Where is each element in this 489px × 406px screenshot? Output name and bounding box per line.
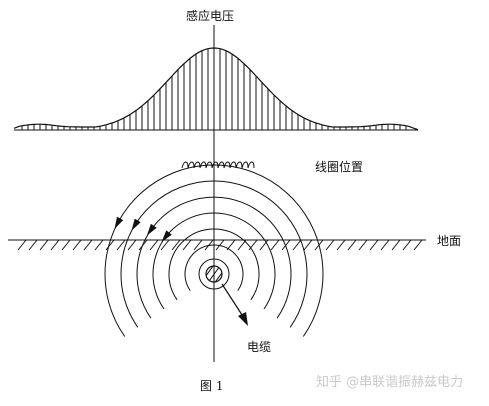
ground-hatching bbox=[17, 239, 423, 251]
ground-hatch-tick bbox=[127, 239, 137, 251]
magnetic-field-arcs bbox=[104, 164, 324, 337]
coil-position-label: 线圈位置 bbox=[315, 160, 364, 174]
field-arc bbox=[120, 180, 308, 328]
ground-hatch-tick bbox=[215, 239, 225, 251]
cable-core bbox=[205, 265, 223, 283]
search-coil bbox=[181, 161, 255, 169]
ground-hatch-tick bbox=[358, 239, 368, 251]
ground-hatch-tick bbox=[94, 239, 104, 251]
field-arrowhead bbox=[131, 218, 141, 231]
ground-hatch-tick bbox=[83, 239, 93, 251]
field-arc bbox=[152, 212, 276, 310]
induced-voltage-curve bbox=[13, 47, 419, 131]
field-arc bbox=[104, 164, 324, 337]
ground-hatch-tick bbox=[116, 239, 126, 251]
ground-hatch-tick bbox=[182, 239, 192, 251]
ground-hatch-tick bbox=[303, 239, 313, 251]
ground-hatch-tick bbox=[72, 239, 82, 251]
ground-hatch-tick bbox=[17, 239, 27, 251]
ground-hatch-tick bbox=[61, 239, 71, 251]
ground-hatch-tick bbox=[413, 239, 423, 251]
ground-hatch-tick bbox=[248, 239, 258, 251]
field-arrowhead bbox=[146, 223, 157, 236]
ground-hatch-tick bbox=[391, 239, 401, 251]
cable-core-hatching bbox=[206, 266, 222, 282]
field-arrowhead bbox=[161, 230, 172, 242]
ground-hatch-tick bbox=[160, 239, 170, 251]
ground-hatch-tick bbox=[270, 239, 280, 251]
field-arc bbox=[136, 196, 292, 319]
ground-hatch-tick bbox=[369, 239, 379, 251]
ground-hatch-tick bbox=[28, 239, 38, 251]
ground-hatch-tick bbox=[39, 239, 49, 251]
figure-caption: 图 1 bbox=[200, 379, 224, 393]
cable-pointer-arrow bbox=[221, 283, 248, 326]
induced-voltage-label: 感应电压 bbox=[186, 9, 235, 23]
ground-hatch-tick bbox=[193, 239, 203, 251]
watermark: 知乎 @串联谐振赫兹电力 bbox=[316, 375, 464, 390]
ground-hatch-tick bbox=[149, 239, 159, 251]
ground-hatch-tick bbox=[347, 239, 357, 251]
field-arc bbox=[184, 244, 244, 291]
ground-hatch-tick bbox=[325, 239, 335, 251]
ground-hatch-tick bbox=[171, 239, 181, 251]
field-direction-arrows bbox=[114, 216, 172, 242]
ground-hatch-tick bbox=[292, 239, 302, 251]
field-arrowhead bbox=[114, 216, 124, 229]
ground-hatch-tick bbox=[105, 239, 115, 251]
ground-hatch-tick bbox=[380, 239, 390, 251]
field-arc bbox=[168, 228, 260, 301]
voltage-curve-hatching bbox=[21, 48, 407, 130]
ground-hatch-tick bbox=[336, 239, 346, 251]
ground-hatch-tick bbox=[50, 239, 60, 251]
ground-label: 地面 bbox=[437, 234, 462, 248]
cable-outer-circle bbox=[198, 258, 230, 290]
cable-label: 电缆 bbox=[247, 340, 272, 354]
ground-hatch-tick bbox=[402, 239, 412, 251]
ground-hatch-tick bbox=[259, 239, 269, 251]
